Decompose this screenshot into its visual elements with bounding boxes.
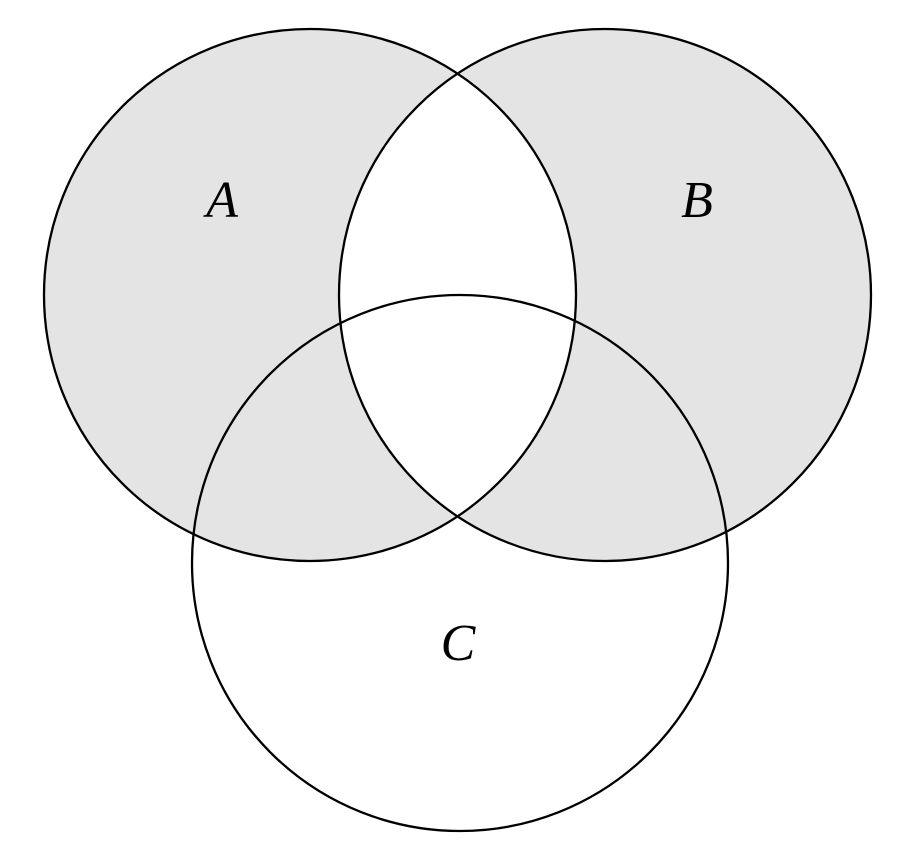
circle-outline-b[interactable] xyxy=(337,27,873,563)
circle-outline-a[interactable] xyxy=(42,27,578,563)
set-outlines xyxy=(42,27,873,833)
set-label-b: B xyxy=(681,172,713,229)
shaded-regions xyxy=(44,29,871,561)
circle-outline-c[interactable] xyxy=(190,293,730,833)
set-label-c: C xyxy=(441,615,477,672)
set-labels: A B C xyxy=(203,172,713,672)
region-b-minus-a-fill xyxy=(339,29,871,561)
set-label-a: A xyxy=(203,172,238,229)
